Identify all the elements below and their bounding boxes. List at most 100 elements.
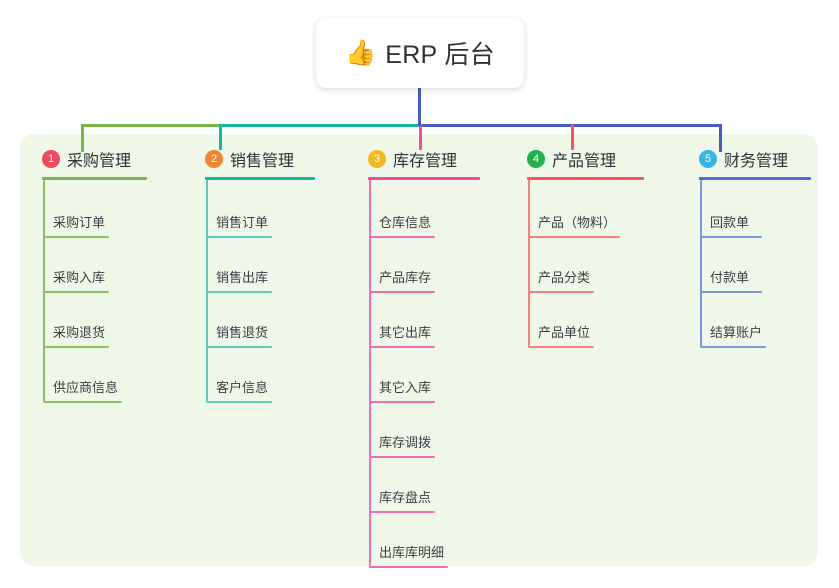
column-rule-5 (699, 177, 811, 180)
column-rule-2 (205, 177, 315, 180)
leaf-rule (700, 346, 767, 348)
leaf-node[interactable]: 回款单 (700, 212, 762, 238)
leaf-node[interactable]: 产品（物料） (528, 212, 621, 238)
root-stem-connector (418, 86, 421, 126)
leaf-node[interactable]: 出库库明细 (369, 542, 449, 568)
leaf-label: 其它出库 (379, 325, 432, 340)
column-title-1: 采购管理 (67, 153, 132, 170)
column-spine-5 (700, 180, 702, 346)
leaf-rule (206, 291, 273, 293)
column-badge-2: 2 (205, 150, 223, 168)
leaf-label: 产品单位 (538, 325, 591, 340)
column-title-4: 产品管理 (552, 153, 617, 170)
leaf-node[interactable]: 其它出库 (369, 322, 436, 348)
leaf-label: 供应商信息 (53, 380, 119, 395)
leaf-rule (369, 346, 436, 348)
leaf-label: 库存盘点 (379, 490, 432, 505)
leaf-rule (206, 401, 273, 403)
column-badge-3: 3 (368, 150, 386, 168)
leaf-label: 出库库明细 (379, 545, 445, 560)
leaf-rule (369, 401, 436, 403)
root-node-content: 👍 ERP 后台 (345, 35, 495, 71)
leaf-node[interactable]: 仓库信息 (369, 212, 436, 238)
leaf-node[interactable]: 销售订单 (206, 212, 273, 238)
leaf-node[interactable]: 库存调拨 (369, 432, 436, 458)
column-drop-connector-4 (571, 124, 574, 150)
column-badge-4: 4 (527, 150, 545, 168)
column-rule-1 (42, 177, 147, 180)
leaf-node[interactable]: 其它入库 (369, 377, 436, 403)
bus-segment-3 (419, 124, 722, 127)
leaf-rule (700, 291, 762, 293)
column-rule-3 (368, 177, 480, 180)
column-header-1[interactable]: 1 采购管理 (42, 146, 147, 172)
leaf-node[interactable]: 采购退货 (43, 322, 110, 348)
column-badge-1: 1 (42, 150, 60, 168)
leaf-label: 销售出库 (216, 270, 269, 285)
thumbs-up-icon: 👍 (345, 38, 377, 67)
leaf-rule (369, 456, 436, 458)
leaf-rule (528, 346, 595, 348)
leaf-node[interactable]: 采购订单 (43, 212, 110, 238)
column-3: 3 库存管理 (368, 146, 480, 180)
column-header-5[interactable]: 5 财务管理 (699, 146, 811, 172)
leaf-label: 销售订单 (216, 215, 269, 230)
bus-segment-2 (219, 124, 419, 127)
leaf-node[interactable]: 销售出库 (206, 267, 273, 293)
leaf-node[interactable]: 供应商信息 (43, 377, 123, 403)
leaf-label: 付款单 (710, 270, 750, 285)
leaf-label: 结算账户 (710, 325, 763, 340)
leaf-label: 产品（物料） (538, 215, 617, 230)
leaf-label: 采购退货 (53, 325, 106, 340)
column-drop-connector-5 (719, 124, 722, 150)
column-drop-connector-2 (219, 124, 222, 150)
leaf-node[interactable]: 销售退货 (206, 322, 273, 348)
column-1: 1 采购管理 (42, 146, 147, 180)
leaf-label: 其它入库 (379, 380, 432, 395)
leaf-node[interactable]: 结算账户 (700, 322, 767, 348)
leaf-rule (206, 236, 273, 238)
leaf-label: 回款单 (710, 215, 750, 230)
leaf-rule (700, 236, 762, 238)
leaf-node[interactable]: 采购入库 (43, 267, 110, 293)
leaf-rule (43, 236, 110, 238)
diagram-panel (20, 134, 818, 566)
leaf-rule (369, 291, 436, 293)
root-title: ERP 后台 (385, 41, 495, 69)
leaf-rule (528, 236, 621, 238)
column-title-5: 财务管理 (724, 153, 789, 170)
leaf-label: 产品分类 (538, 270, 591, 285)
leaf-rule (43, 291, 110, 293)
leaf-node[interactable]: 付款单 (700, 267, 762, 293)
leaf-label: 客户信息 (216, 380, 269, 395)
leaf-label: 采购入库 (53, 270, 106, 285)
column-spine-1 (43, 180, 45, 401)
column-badge-5: 5 (699, 150, 717, 168)
leaf-node[interactable]: 产品单位 (528, 322, 595, 348)
column-header-4[interactable]: 4 产品管理 (527, 146, 644, 172)
leaf-node[interactable]: 客户信息 (206, 377, 273, 403)
root-node[interactable]: 👍 ERP 后台 (316, 18, 524, 88)
leaf-rule (369, 236, 436, 238)
bus-segment-1 (81, 124, 219, 127)
column-header-3[interactable]: 3 库存管理 (368, 146, 480, 172)
column-rule-4 (527, 177, 644, 180)
column-spine-4 (528, 180, 530, 346)
column-drop-connector-3 (419, 124, 422, 150)
column-5: 5 财务管理 (699, 146, 811, 180)
column-drop-connector-1 (81, 124, 84, 150)
leaf-label: 销售退货 (216, 325, 269, 340)
leaf-node[interactable]: 库存盘点 (369, 487, 436, 513)
leaf-rule (206, 346, 273, 348)
leaf-rule (369, 511, 436, 513)
column-title-3: 库存管理 (393, 153, 458, 170)
leaf-node[interactable]: 产品库存 (369, 267, 436, 293)
leaf-rule (528, 291, 595, 293)
column-spine-2 (206, 180, 208, 401)
leaf-node[interactable]: 产品分类 (528, 267, 595, 293)
leaf-rule (369, 566, 449, 568)
